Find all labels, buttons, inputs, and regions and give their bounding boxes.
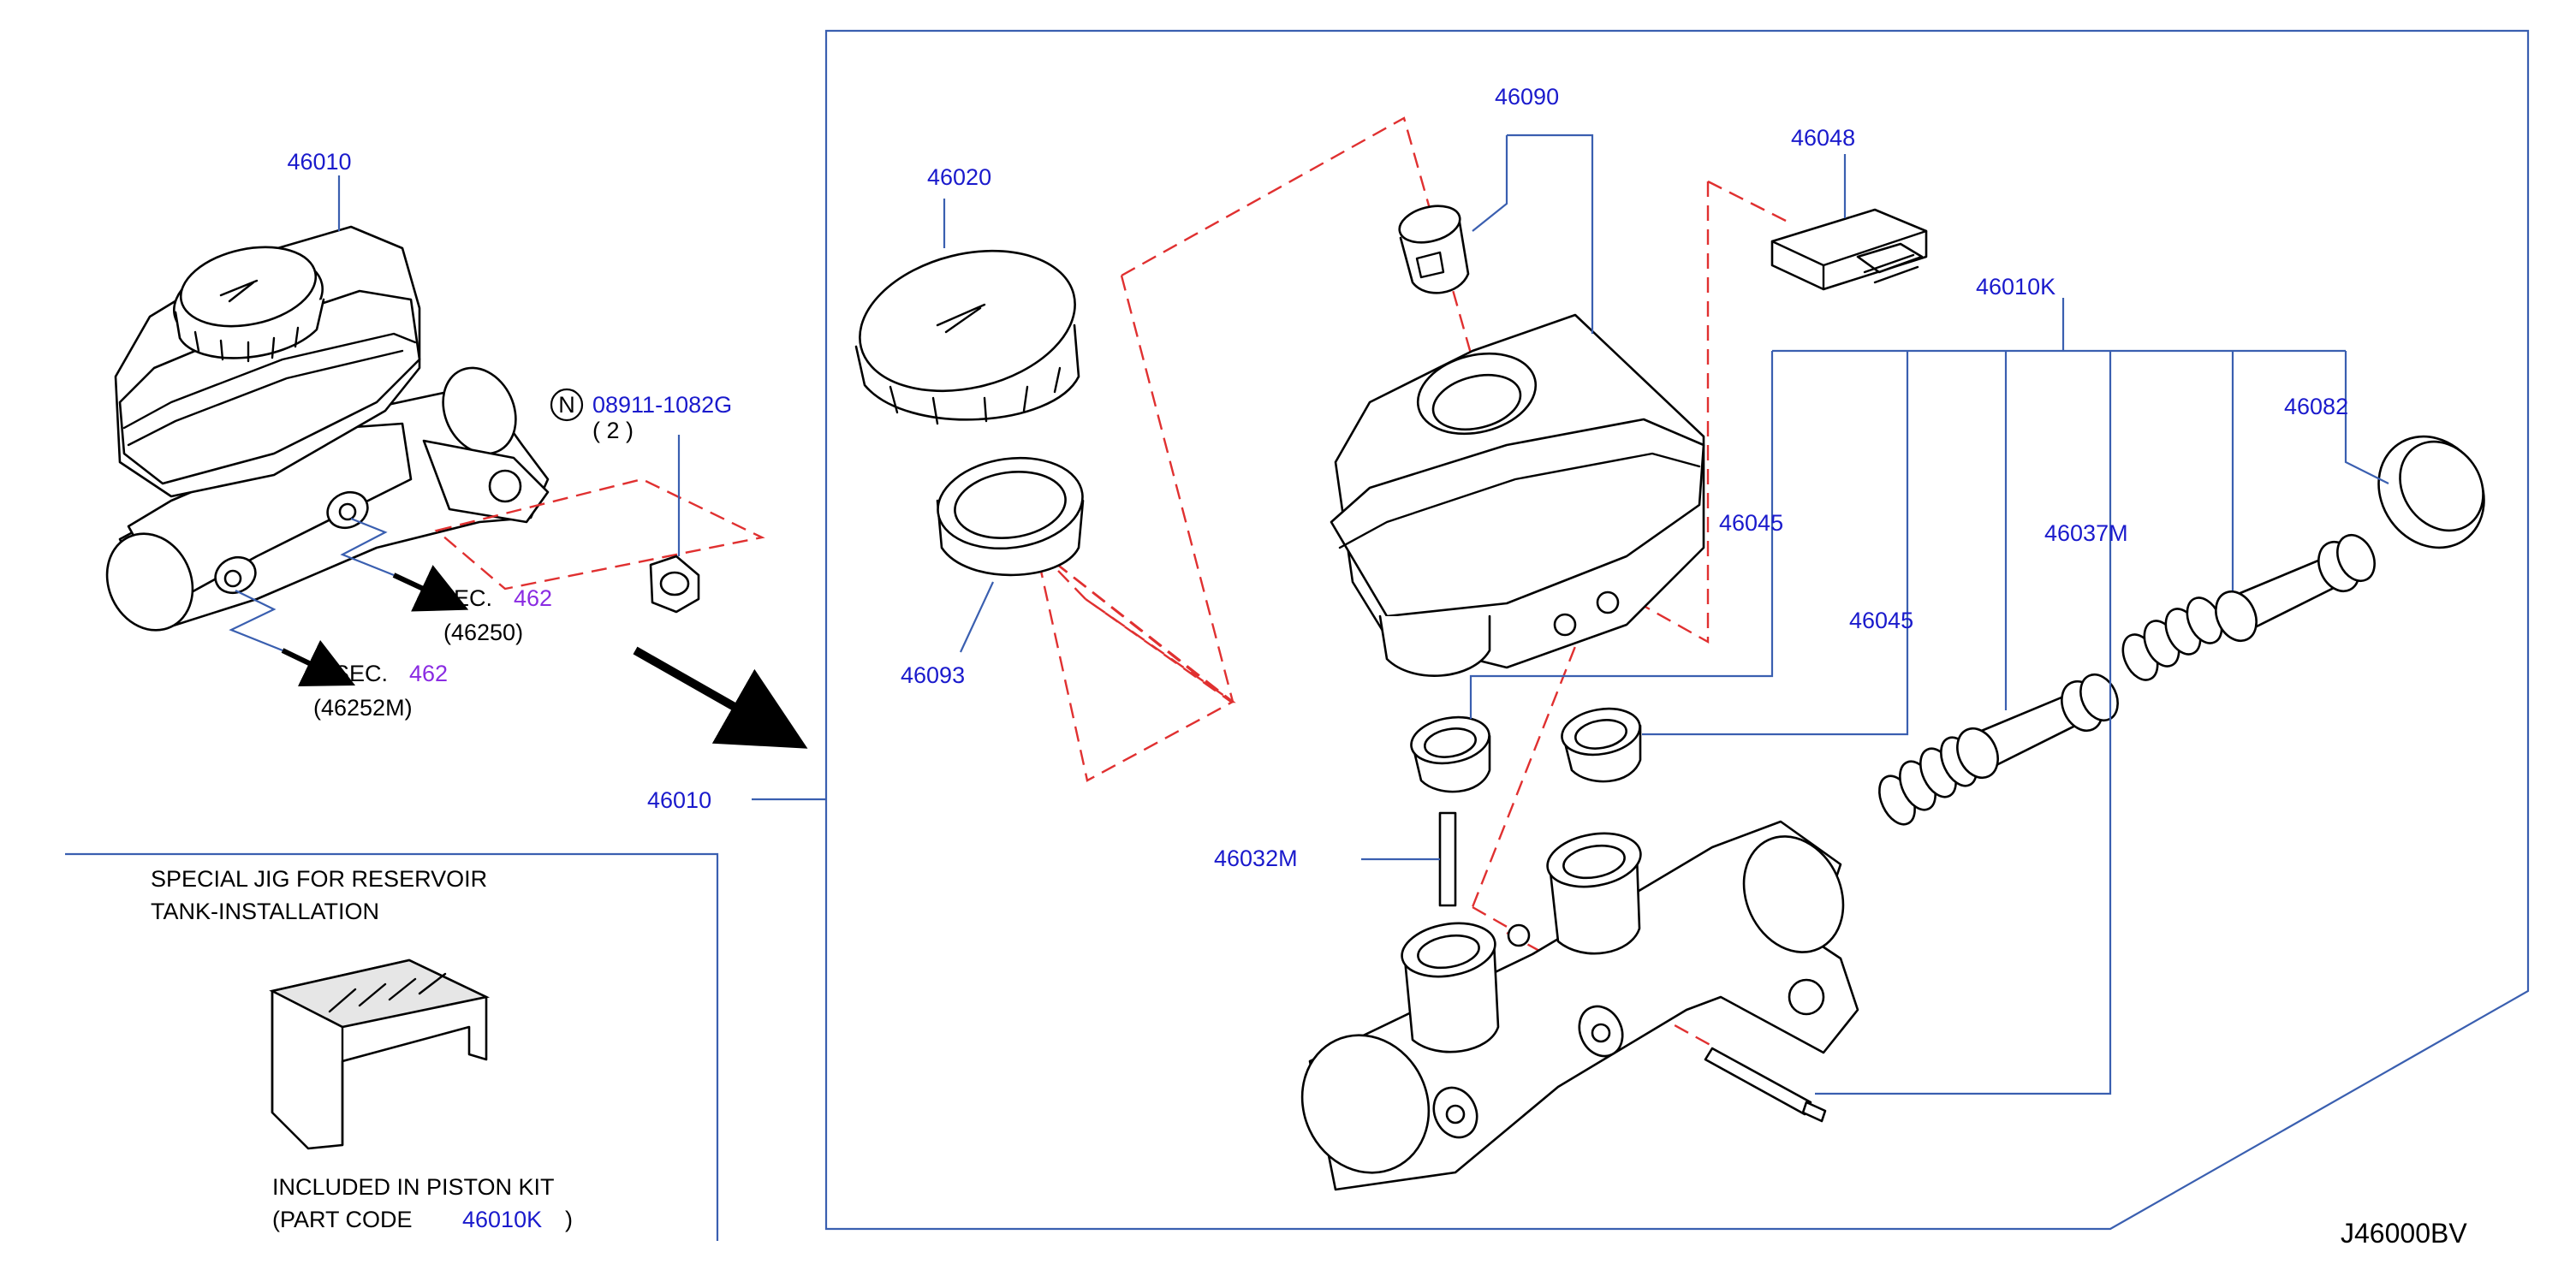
pin-illustration	[1438, 811, 1457, 907]
nut-quantity: ( 2 )	[592, 418, 634, 443]
callout-46020: 46020	[927, 164, 991, 190]
callout-46082: 46082	[2284, 394, 2348, 419]
callout-46010-side: 46010	[647, 787, 711, 813]
nut-symbol: N	[558, 392, 575, 418]
sec-ref-1-prefix: SEC.	[438, 585, 492, 611]
jig-note-line1: INCLUDED IN PISTON KIT	[272, 1174, 555, 1200]
nut-illustration	[434, 435, 765, 614]
secondary-piston-illustration	[2121, 533, 2376, 681]
sec-ref-2-prefix: SEC.	[334, 661, 388, 686]
reservoir-tank-illustration	[1330, 313, 1705, 677]
callout-46032M: 46032M	[1214, 846, 1298, 871]
nut-symbol-circle	[550, 388, 584, 422]
sec-ref-2-sub: (46252M)	[313, 695, 413, 721]
diagram-code: J46000BV	[2341, 1218, 2467, 1249]
stopper-pin-illustration	[1704, 1047, 1827, 1123]
callout-46048: 46048	[1791, 125, 1855, 151]
jig-note-code: 46010K	[462, 1207, 542, 1232]
strainer-illustration	[936, 456, 1085, 577]
callout-46045-upper: 46045	[1719, 510, 1783, 536]
callout-46045-lower: 46045	[1849, 608, 1913, 633]
sec-ref-1-sub: (46250)	[443, 620, 523, 645]
master-cylinder-body-illustration	[1300, 820, 1859, 1191]
callout-46090: 46090	[1495, 84, 1559, 110]
main-frame	[824, 29, 2530, 1231]
callout-46010-top: 46010	[287, 149, 351, 175]
direction-arrow	[633, 646, 808, 749]
special-jig-illustration	[269, 958, 491, 1150]
callout-46010K: 46010K	[1976, 274, 2055, 300]
primary-piston-illustration	[1878, 673, 2119, 826]
jig-title-line2: TANK-INSTALLATION	[151, 899, 379, 924]
reservoir-cap-illustration	[854, 249, 1080, 425]
callout-46093: 46093	[901, 662, 965, 688]
level-sensor-illustration	[1770, 208, 1928, 291]
jig-frame	[65, 852, 719, 1241]
callout-nut-part-number: 08911-1082G	[592, 392, 732, 418]
master-cylinder-assembled-illustration	[105, 225, 550, 632]
seal-cap-illustration	[1398, 205, 1470, 294]
jig-note-prefix: (PART CODE	[272, 1207, 413, 1232]
grommet-illustration-1	[1410, 715, 1491, 793]
jig-note-suffix: )	[565, 1207, 573, 1232]
grommet-illustration-2	[1561, 707, 1642, 783]
seal-ring-illustration	[2377, 435, 2485, 549]
jig-title-line1: SPECIAL JIG FOR RESERVOIR	[151, 866, 487, 892]
sec-ref-1-number: 462	[514, 585, 552, 611]
callout-46037M: 46037M	[2044, 520, 2128, 546]
sec-ref-2-number: 462	[409, 661, 448, 686]
